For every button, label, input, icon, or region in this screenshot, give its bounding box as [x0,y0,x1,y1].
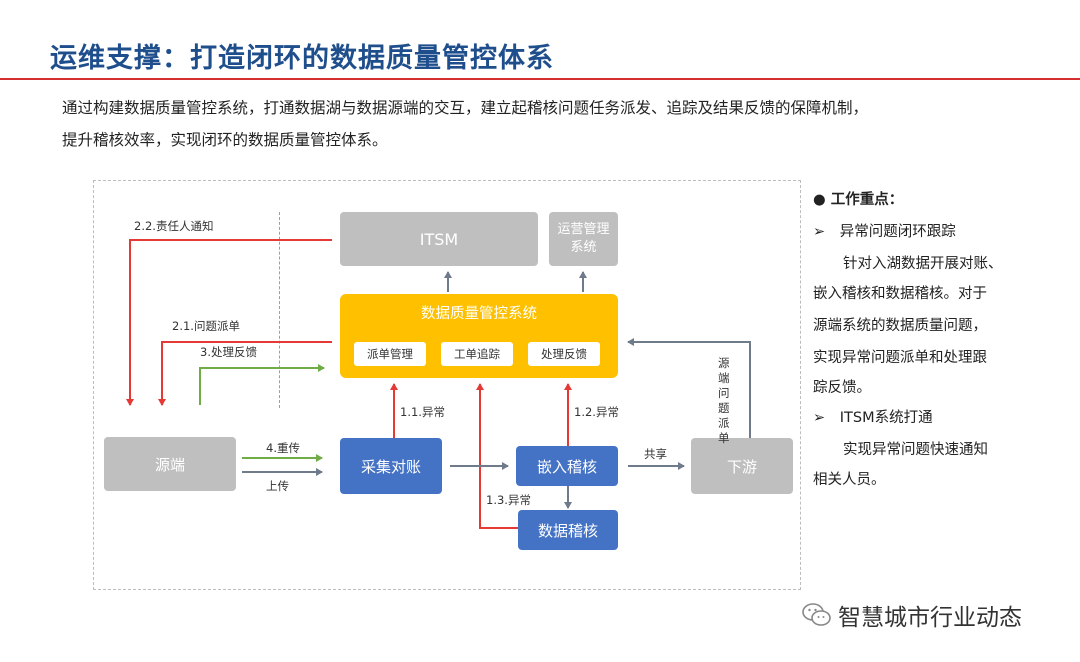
boundary-divider [279,212,280,408]
dispatch-mgmt-module: 派单管理 [354,342,426,366]
focus-item-1-title: 异常问题闭环跟踪 [839,224,956,240]
reupload-label: 4.重传 [266,441,300,455]
wechat-icon [802,603,831,626]
share-label: 共享 [644,447,667,461]
collect-reconcile-node: 采集对账 [340,438,442,494]
focus-item-2: ➢ ITSM系统打通 [813,410,933,426]
item1-line-3: 源端系统的数据质量问题， [813,318,987,334]
anomaly-1-2-label: 1.2.异常 [574,405,619,419]
feedback-module: 处理反馈 [528,342,600,366]
watermark-text: 智慧城市行业动态 [838,605,1022,631]
item1-line-2: 嵌入稽核和数据稽核。对于 [813,286,987,302]
anomaly-1-3-arrow [476,383,518,529]
notify-owner-arrow [126,239,332,406]
source-dispatch-arrow [627,338,751,438]
intro-line-2: 提升稽核效率，实现闭环的数据质量管控体系。 [62,131,388,149]
focus-title: 工作重点： [830,192,904,208]
ops-system-node: 运营管理系统 [549,212,618,266]
focus-item-2-title: ITSM系统打通 [839,410,933,426]
downstream-node: 下游 [691,438,793,494]
diagram-frame [93,180,801,590]
data-audit-node: 数据稽核 [518,510,618,550]
ticket-tracking-module: 工单追踪 [441,342,513,366]
item2-line-2: 相关人员。 [813,472,886,488]
intro-line-1: 通过构建数据质量管控系统，打通数据湖与数据源端的交互，建立起稽核问题任务派发、追… [62,99,869,117]
itsm-node: ITSM [340,212,538,266]
item1-line-4: 实现异常问题派单和处理跟 [813,350,987,366]
watermark: 智慧城市行业动态 [802,598,1022,632]
source-dispatch-label: 源端问题派单 [718,356,730,445]
page-title: 运维支撑：打造闭环的数据质量管控体系 [50,43,554,74]
item2-line-1: 实现异常问题快速通知 [843,442,988,458]
focus-heading: ● 工作重点： [813,192,904,208]
anomaly-1-3-label: 1.3.异常 [486,493,531,507]
dq-system-title: 数据质量管控系统 [421,306,537,322]
title-divider [0,78,1080,80]
item1-line-5: 踪反馈。 [813,380,871,396]
embedded-audit-node: 嵌入稽核 [516,446,618,486]
source-node: 源端 [104,437,236,491]
handle-feedback-label: 3.处理反馈 [200,345,257,359]
anomaly-1-1-label: 1.1.异常 [400,405,445,419]
notify-owner-label: 2.2.责任人通知 [134,219,214,233]
focus-item-1: ➢ 异常问题闭环跟踪 [813,224,956,240]
issue-dispatch-arrow [158,341,332,406]
handle-feedback-arrow [199,364,325,405]
item1-line-1: 针对入湖数据开展对账、 [843,256,1003,272]
upload-label: 上传 [266,479,289,493]
issue-dispatch-label: 2.1.问题派单 [172,319,240,333]
dq-system-node: 数据质量管控系统 派单管理 工单追踪 处理反馈 [340,294,618,378]
